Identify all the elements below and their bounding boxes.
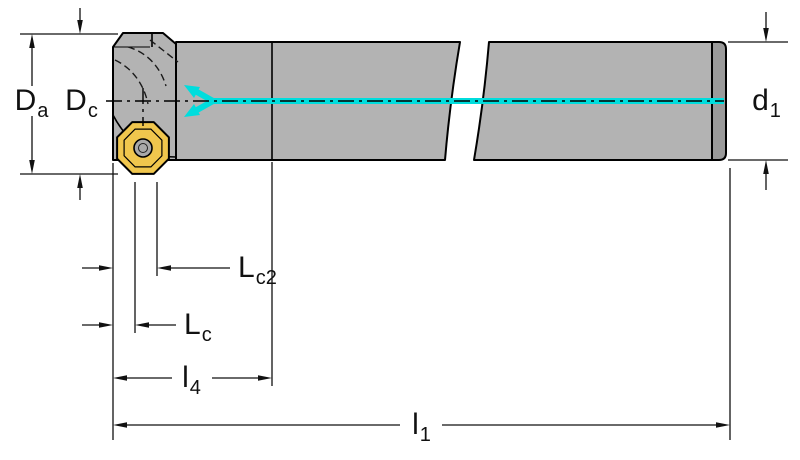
coolant-arrow-down-icon [184, 104, 200, 117]
dim-Lc2-arrow-right [99, 265, 113, 271]
dim-l1-arrow-right [716, 422, 730, 428]
dim-l4-arrow-left [113, 375, 127, 381]
hidden-pocket-edge [114, 59, 149, 105]
label-Da: Da [14, 84, 49, 122]
label-d1-main: d [752, 84, 769, 117]
hidden-insert-edge [127, 46, 167, 87]
label-Dc-main: D [65, 84, 87, 117]
label-d1-sub: 1 [769, 100, 781, 122]
dim-d1-arrow-down [763, 28, 769, 42]
label-Lc-sub: c [201, 324, 212, 346]
dim-Lc2-arrow-left [157, 265, 171, 271]
label-Lc2: Lc2 [238, 251, 277, 289]
insert-hole-ring [138, 143, 148, 153]
label-Da-main: D [14, 84, 37, 117]
label-Da-sub: a [37, 100, 49, 122]
insert-inner-edge [123, 128, 163, 168]
label-d1: d1 [752, 84, 781, 122]
dim-Da-arrow-up [29, 34, 35, 48]
dim-Lc-arrow-right [99, 322, 113, 328]
label-l4-sub: 4 [189, 377, 201, 399]
dim-d1-arrow-up [763, 160, 769, 174]
dim-Da-arrow-down [29, 160, 35, 174]
label-Lc-main: L [184, 308, 201, 341]
label-l4: l4 [182, 361, 201, 399]
label-l1-main: l [412, 408, 419, 441]
label-l1: l1 [412, 408, 431, 446]
label-l4-main: l [182, 361, 189, 394]
coolant-branch-down [195, 98, 215, 113]
dimension-lines-group [20, 8, 788, 440]
dim-Dc-arrow-down [77, 20, 83, 34]
label-Dc-sub: c [87, 100, 98, 122]
coolant-channel-group [106, 85, 724, 126]
label-Dc: Dc [65, 84, 98, 122]
insert-hole [133, 138, 153, 158]
dim-l1-arrow-left [113, 422, 127, 428]
dim-Dc-arrow-up [77, 174, 83, 188]
dim-Lc-arrow-left [135, 322, 149, 328]
coolant-arrow-up-icon [184, 85, 200, 98]
dim-l4-arrow-right [258, 375, 272, 381]
label-Lc2-main: L [238, 251, 255, 284]
tool-body-group [112, 32, 727, 175]
label-Lc: Lc [184, 308, 212, 346]
hidden-edge [149, 39, 179, 63]
label-Lc2-sub: c2 [255, 267, 277, 289]
label-l1-sub: 1 [419, 424, 431, 446]
